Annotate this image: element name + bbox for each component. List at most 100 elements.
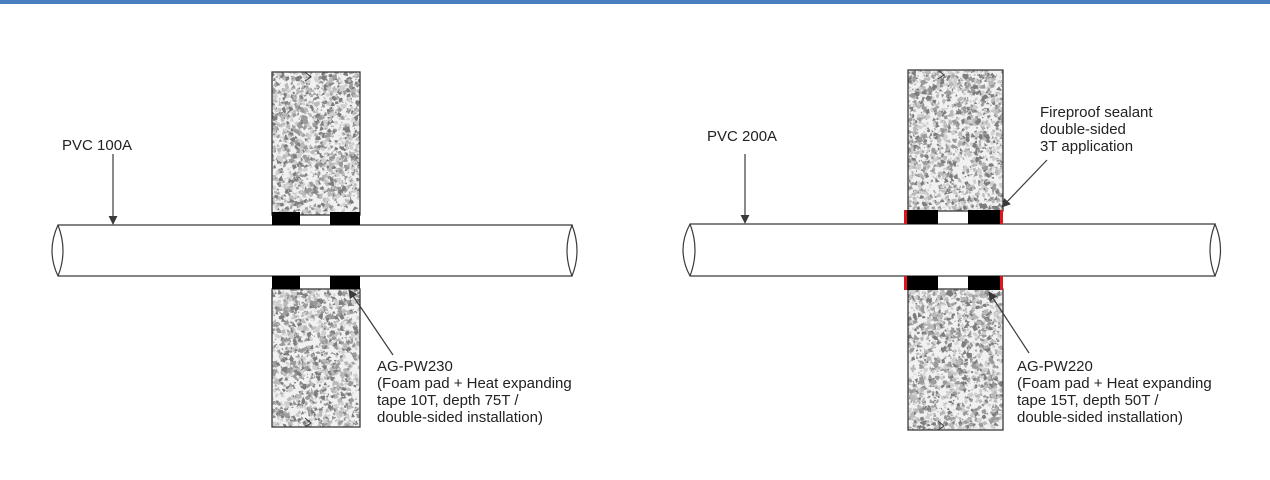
concrete-speckle xyxy=(951,297,953,300)
concrete-speckle xyxy=(339,72,342,75)
concrete-speckle xyxy=(914,138,918,143)
concrete-speckle xyxy=(284,376,289,381)
concrete-speckle xyxy=(989,146,993,150)
concrete-speckle xyxy=(343,324,347,326)
concrete-speckle xyxy=(961,128,965,132)
concrete-speckle xyxy=(279,92,284,96)
concrete-speckle xyxy=(915,120,918,124)
concrete-speckle xyxy=(330,387,334,393)
concrete-speckle xyxy=(286,120,290,125)
concrete-speckle xyxy=(310,349,315,352)
concrete-speckle xyxy=(317,368,320,370)
concrete-speckle xyxy=(323,87,328,91)
concrete-speckle xyxy=(274,112,280,118)
concrete-speckle xyxy=(959,77,962,80)
concrete-speckle xyxy=(283,295,288,300)
concrete-speckle xyxy=(992,76,996,82)
concrete-speckle xyxy=(980,178,985,183)
concrete-speckle xyxy=(954,294,957,298)
concrete-speckle xyxy=(913,173,917,176)
concrete-speckle xyxy=(278,148,281,151)
concrete-speckle xyxy=(292,337,297,343)
concrete-speckle xyxy=(964,149,970,156)
concrete-speckle xyxy=(927,166,929,169)
concrete-speckle xyxy=(329,145,334,149)
concrete-speckle xyxy=(341,406,345,412)
concrete-speckle xyxy=(909,297,911,300)
concrete-speckle xyxy=(348,154,353,157)
concrete-speckle xyxy=(908,316,913,321)
concrete-speckle xyxy=(297,322,302,327)
concrete-speckle xyxy=(298,189,302,194)
concrete-speckle xyxy=(944,121,946,123)
concrete-speckle xyxy=(992,168,995,170)
concrete-speckle xyxy=(921,359,924,363)
concrete-speckle xyxy=(286,341,289,344)
concrete-speckle xyxy=(339,85,344,91)
concrete-speckle xyxy=(334,300,340,308)
concrete-speckle xyxy=(275,139,276,142)
concrete-speckle xyxy=(932,377,935,380)
concrete-speckle xyxy=(912,118,916,121)
concrete-speckle xyxy=(995,145,1002,151)
concrete-speckle xyxy=(302,154,307,159)
concrete-speckle xyxy=(336,319,339,323)
concrete-speckle xyxy=(289,100,292,103)
concrete-speckle xyxy=(957,99,960,102)
concrete-speckle xyxy=(962,202,967,206)
concrete-speckle xyxy=(274,291,278,295)
concrete-speckle xyxy=(340,192,345,197)
concrete-speckle xyxy=(957,346,959,349)
concrete-speckle xyxy=(986,73,988,76)
concrete-speckle xyxy=(301,354,304,358)
concrete-speckle xyxy=(345,330,350,336)
concrete-speckle xyxy=(301,92,304,96)
concrete-speckle xyxy=(937,395,940,398)
concrete-speckle xyxy=(933,75,936,78)
concrete-speckle xyxy=(312,351,315,354)
concrete-speckle xyxy=(317,193,320,197)
left-wall-lower xyxy=(271,288,361,428)
concrete-speckle xyxy=(915,174,917,177)
concrete-speckle xyxy=(340,104,347,110)
concrete-speckle xyxy=(333,353,337,355)
concrete-speckle xyxy=(997,132,1001,136)
concrete-speckle xyxy=(917,125,923,130)
concrete-speckle xyxy=(965,192,968,194)
concrete-speckle xyxy=(334,94,338,98)
concrete-speckle xyxy=(979,162,985,168)
concrete-speckle xyxy=(335,201,338,204)
concrete-speckle xyxy=(973,74,976,76)
concrete-speckle xyxy=(301,80,304,85)
concrete-speckle xyxy=(289,117,294,121)
concrete-speckle xyxy=(317,204,321,208)
concrete-speckle xyxy=(946,158,950,165)
concrete-speckle xyxy=(342,342,347,348)
concrete-speckle xyxy=(352,378,355,381)
concrete-speckle xyxy=(296,401,301,408)
concrete-speckle xyxy=(287,200,289,203)
concrete-speckle xyxy=(938,177,941,180)
concrete-speckle xyxy=(936,395,938,398)
concrete-speckle xyxy=(357,83,359,86)
concrete-speckle xyxy=(301,97,304,100)
concrete-speckle xyxy=(987,290,990,292)
concrete-speckle xyxy=(937,410,939,413)
concrete-speckle xyxy=(939,83,944,88)
concrete-speckle xyxy=(297,294,301,299)
concrete-speckle xyxy=(288,181,294,189)
concrete-speckle xyxy=(334,128,338,132)
concrete-speckle xyxy=(317,332,321,339)
concrete-speckle xyxy=(275,379,280,383)
concrete-speckle xyxy=(948,319,954,326)
concrete-speckle xyxy=(283,199,288,204)
concrete-speckle xyxy=(330,125,333,127)
concrete-speckle xyxy=(908,409,912,414)
concrete-speckle xyxy=(973,101,978,105)
concrete-speckle xyxy=(274,393,279,397)
concrete-speckle xyxy=(915,198,918,201)
concrete-speckle xyxy=(305,200,308,203)
concrete-speckle xyxy=(294,76,301,82)
concrete-speckle xyxy=(931,71,936,76)
concrete-speckle xyxy=(912,364,915,367)
